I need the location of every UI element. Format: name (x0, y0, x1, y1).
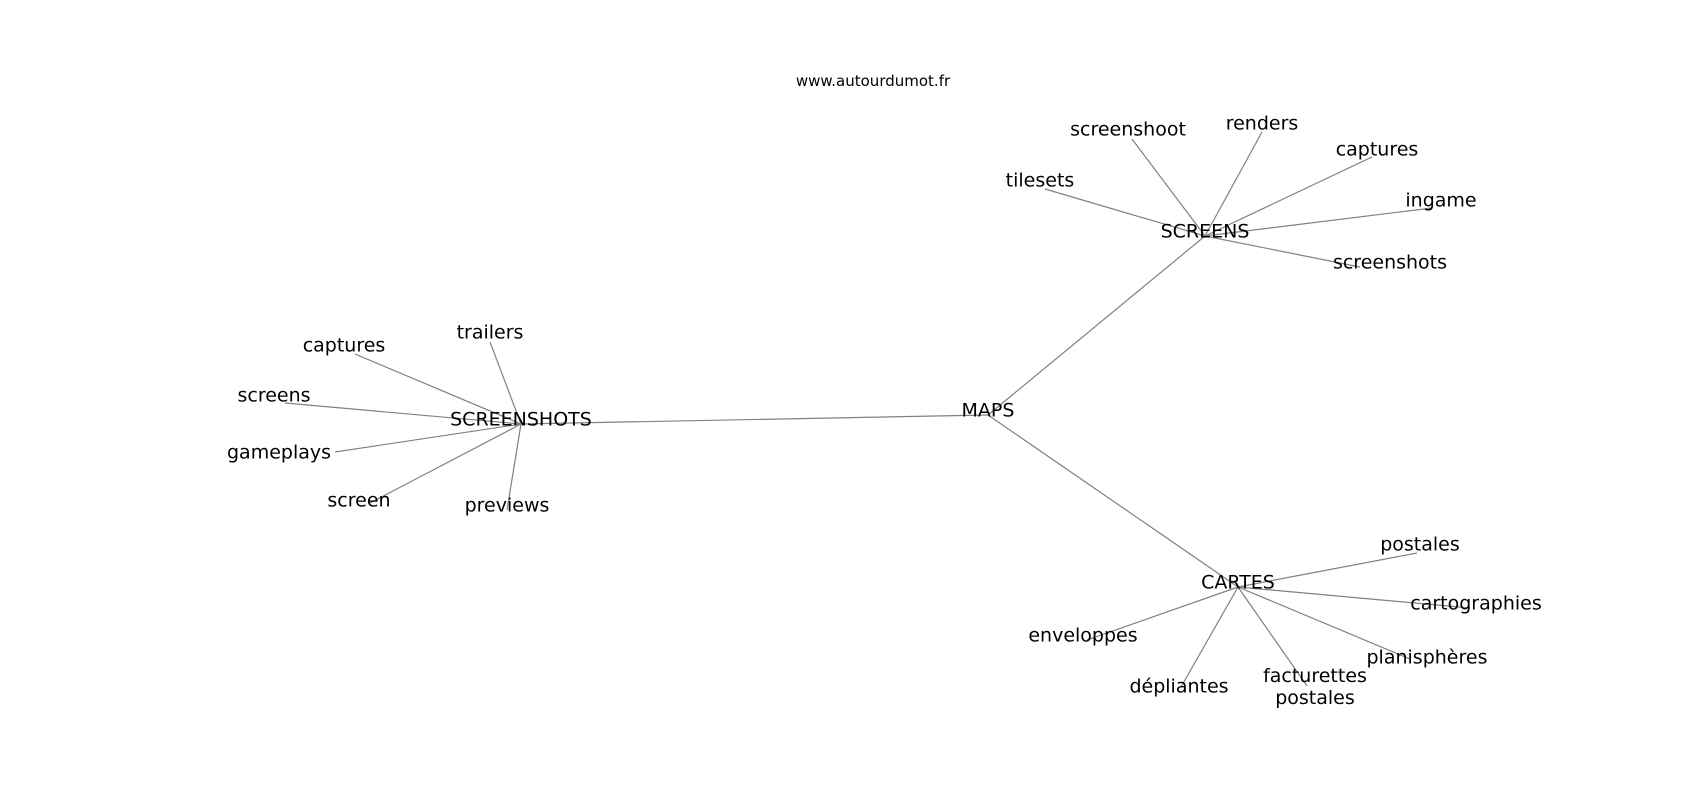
edge-screens-ingame (1204, 207, 1433, 237)
edge-maps-screenshots (520, 414, 989, 425)
graph-edges (284, 131, 1471, 688)
node-cartes[interactable]: CARTES (1201, 572, 1275, 594)
edge-screens-renders (1204, 131, 1263, 237)
edge-maps-cartes (987, 414, 1239, 588)
node-screens-leaf[interactable]: screens (237, 385, 310, 407)
graph-nodes: MAPS SCREENSHOTS SCREENS CARTES trailers capt… (227, 113, 1542, 709)
edge-cartes-depliantes (1180, 586, 1239, 688)
site-caption: www.autourdumot.fr (795, 72, 951, 90)
edge-screens-screenshoot (1131, 138, 1206, 237)
node-captures-2[interactable]: captures (1336, 139, 1419, 161)
edge-cartes-planispheres (1237, 586, 1411, 660)
node-cartographies[interactable]: cartographies (1410, 593, 1541, 615)
edge-cartes-facturettes (1237, 586, 1308, 687)
node-trailers[interactable]: trailers (457, 322, 524, 344)
node-screenshots[interactable]: SCREENSHOTS (450, 409, 592, 431)
edge-screenshots-trailers (489, 341, 522, 425)
node-screens[interactable]: SCREENS (1161, 221, 1250, 243)
node-depliantes[interactable]: dépliantes (1129, 676, 1228, 698)
node-planispheres[interactable]: planisphères (1367, 647, 1488, 669)
node-enveloppes[interactable]: enveloppes (1028, 625, 1137, 647)
edge-cartes-enveloppes (1086, 586, 1239, 641)
node-ingame[interactable]: ingame (1405, 190, 1476, 212)
edge-screenshots-screens-leaf (284, 402, 522, 425)
edge-screenshots-gameplays (334, 423, 522, 453)
node-screen[interactable]: screen (327, 490, 390, 512)
node-maps[interactable]: MAPS (962, 400, 1015, 422)
node-postales[interactable]: postales (1380, 534, 1460, 556)
node-gameplays[interactable]: gameplays (227, 442, 331, 464)
node-screenshoot[interactable]: screenshoot (1070, 119, 1186, 141)
edge-screens-screenshots-leaf (1204, 235, 1361, 268)
node-captures-1[interactable]: captures (303, 335, 386, 357)
edge-maps-screens (987, 235, 1206, 416)
edge-cartes-cartographies (1237, 586, 1471, 609)
node-screenshots-leaf[interactable]: screenshots (1333, 252, 1447, 274)
edge-screens-tilesets (1044, 188, 1206, 237)
node-renders[interactable]: renders (1226, 113, 1299, 135)
edge-screens-captures-2 (1204, 156, 1373, 237)
edge-screenshots-previews (506, 423, 522, 511)
edge-screenshots-screen (369, 423, 522, 504)
node-tilesets[interactable]: tilesets (1006, 170, 1075, 192)
node-previews[interactable]: previews (465, 495, 550, 517)
edge-cartes-postales (1237, 552, 1418, 588)
edge-screenshots-captures-1 (354, 353, 522, 425)
